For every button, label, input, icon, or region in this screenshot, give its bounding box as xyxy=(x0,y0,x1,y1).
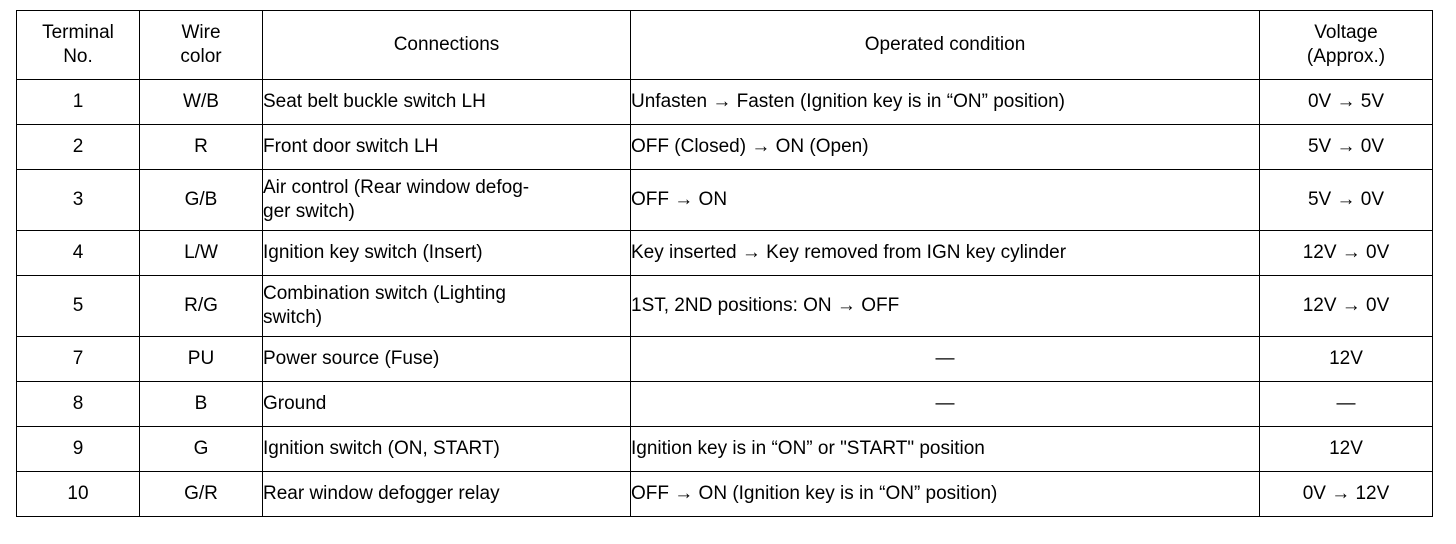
header-line: Connections xyxy=(393,33,500,55)
table-body: 1 W/B Seat belt buckle switch LH Unfaste… xyxy=(16,79,1433,517)
cell-voltage: 12V xyxy=(1259,426,1433,472)
cell-voltage: 0V → 5V xyxy=(1259,79,1433,125)
cell-wire-color: R xyxy=(139,124,263,170)
column-header-voltage: Voltage (Approx.) xyxy=(1259,10,1433,80)
cell-operated-condition: OFF → ON xyxy=(630,169,1260,231)
cell-terminal-no: 8 xyxy=(16,381,140,427)
cell-connections: Ground xyxy=(262,381,631,427)
table-header: Terminal No. Wire color Connections Oper… xyxy=(16,10,1433,80)
cell-connections: Air control (Rear window defog- ger swit… xyxy=(262,169,631,231)
cell-wire-color: PU xyxy=(139,336,263,382)
cell-operated-condition: — xyxy=(630,381,1260,427)
cell-operated-condition: Key inserted → Key removed from IGN key … xyxy=(630,230,1260,276)
cell-voltage: — xyxy=(1259,381,1433,427)
header-line: Voltage xyxy=(1314,21,1378,43)
header-line: Terminal xyxy=(42,21,114,43)
column-header-operated-condition: Operated condition xyxy=(630,10,1260,80)
cell-voltage: 5V → 0V xyxy=(1259,124,1433,170)
cell-terminal-no: 10 xyxy=(16,471,140,517)
column-header-connections: Connections xyxy=(262,10,631,80)
cell-operated-condition: OFF → ON (Ignition key is in “ON” positi… xyxy=(630,471,1260,517)
cell-connections: Ignition switch (ON, START) xyxy=(262,426,631,472)
table-row: 10 G/R Rear window defogger relay OFF → … xyxy=(16,471,1433,517)
harness-connector-terminal-table: Terminal No. Wire color Connections Oper… xyxy=(16,10,1433,517)
cell-voltage: 12V xyxy=(1259,336,1433,382)
cell-operated-condition: Unfasten → Fasten (Ignition key is in “O… xyxy=(630,79,1260,125)
column-header-wire-color: Wire color xyxy=(139,10,263,80)
table-row: 2 R Front door switch LH OFF (Closed) → … xyxy=(16,124,1433,170)
header-line: Operated condition xyxy=(864,33,1026,55)
cell-voltage: 12V → 0V xyxy=(1259,275,1433,337)
cell-operated-condition: — xyxy=(630,336,1260,382)
cell-operated-condition: OFF (Closed) → ON (Open) xyxy=(630,124,1260,170)
cell-operated-condition: Ignition key is in “ON” or "START" posit… xyxy=(630,426,1260,472)
cell-connections: Ignition key switch (Insert) xyxy=(262,230,631,276)
cell-terminal-no: 4 xyxy=(16,230,140,276)
cell-connections: Combination switch (Lighting switch) xyxy=(262,275,631,337)
cell-wire-color: R/G xyxy=(139,275,263,337)
cell-voltage: 0V → 12V xyxy=(1259,471,1433,517)
cell-connections: Seat belt buckle switch LH xyxy=(262,79,631,125)
table-row: 7 PU Power source (Fuse) — 12V xyxy=(16,336,1433,382)
header-line: No. xyxy=(63,46,93,67)
header-row: Terminal No. Wire color Connections Oper… xyxy=(16,10,1433,80)
cell-terminal-no: 7 xyxy=(16,336,140,382)
table-row: 9 G Ignition switch (ON, START) Ignition… xyxy=(16,426,1433,472)
cell-voltage: 5V → 0V xyxy=(1259,169,1433,231)
cell-voltage: 12V → 0V xyxy=(1259,230,1433,276)
cell-wire-color: G xyxy=(139,426,263,472)
cell-connections: Power source (Fuse) xyxy=(262,336,631,382)
cell-connections: Front door switch LH xyxy=(262,124,631,170)
cell-wire-color: G/B xyxy=(139,169,263,231)
cell-terminal-no: 2 xyxy=(16,124,140,170)
header-line: color xyxy=(180,46,222,67)
table-row: 4 L/W Ignition key switch (Insert) Key i… xyxy=(16,230,1433,276)
cell-connections: Rear window defogger relay xyxy=(262,471,631,517)
table-row: 1 W/B Seat belt buckle switch LH Unfaste… xyxy=(16,79,1433,125)
table-row: 5 R/G Combination switch (Lighting switc… xyxy=(16,275,1433,337)
header-line: Wire xyxy=(181,21,221,43)
cell-terminal-no: 5 xyxy=(16,275,140,337)
header-line: (Approx.) xyxy=(1306,46,1386,67)
table-row: 8 B Ground — — xyxy=(16,381,1433,427)
table-row: 3 G/B Air control (Rear window defog- ge… xyxy=(16,169,1433,231)
cell-wire-color: G/R xyxy=(139,471,263,517)
cell-terminal-no: 3 xyxy=(16,169,140,231)
column-header-terminal-no: Terminal No. xyxy=(16,10,140,80)
cell-wire-color: B xyxy=(139,381,263,427)
cell-terminal-no: 9 xyxy=(16,426,140,472)
cell-terminal-no: 1 xyxy=(16,79,140,125)
cell-operated-condition: 1ST, 2ND positions: ON → OFF xyxy=(630,275,1260,337)
cell-wire-color: L/W xyxy=(139,230,263,276)
cell-wire-color: W/B xyxy=(139,79,263,125)
